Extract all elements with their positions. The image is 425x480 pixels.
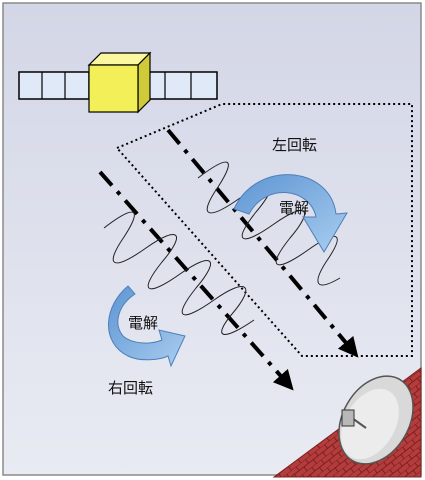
- wave-direction-line: [166, 128, 359, 358]
- polarized-wave: [197, 161, 341, 286]
- polarized-wave: [103, 211, 255, 335]
- polarization-label-upper: 電解: [279, 199, 309, 217]
- right-rotation-arrow: [108, 285, 186, 368]
- satellite-dish-icon: [338, 375, 414, 465]
- satellite-icon: [18, 51, 218, 114]
- right-rotation-label: 右回転: [108, 379, 153, 397]
- wave-direction-line: [98, 170, 294, 391]
- left-rotation-arrow: [233, 174, 348, 253]
- left-rotation-label: 左回転: [272, 136, 317, 154]
- polarization-label-lower: 電解: [128, 314, 158, 332]
